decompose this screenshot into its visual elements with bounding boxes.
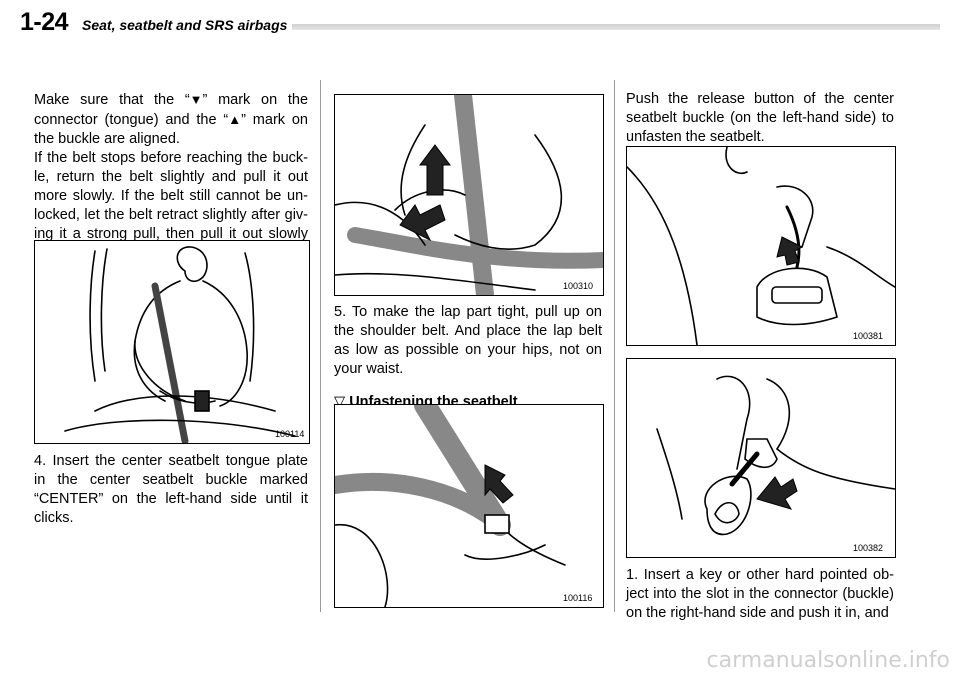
release-button-illustration — [627, 147, 895, 345]
release-button-instruction: Push the release button of the center se… — [626, 91, 894, 145]
figure-100114: 100114 — [34, 240, 310, 444]
step-4-text: 4. Insert the center seatbelt tongue pla… — [34, 453, 308, 526]
column-1: Make sure that the “▼” mark on the conne… — [34, 90, 308, 263]
figure-100310: 100310 — [334, 94, 604, 296]
para1-part-b: ” mark on the connector (tongue) and the… — [34, 92, 309, 128]
header-rule — [292, 24, 940, 30]
watermark: carmanualsonline.info — [706, 648, 950, 673]
figure-code: 100382 — [853, 543, 884, 553]
step-5-text: 5. To make the lap part tight, pull up o… — [334, 304, 602, 377]
figure-100382: 100382 — [626, 358, 896, 558]
column-divider-2 — [614, 80, 615, 612]
seated-person-buckling-illustration — [64, 246, 296, 443]
column-divider-1 — [320, 80, 321, 612]
para1-part-a: Make sure that the “ — [34, 92, 190, 108]
subhead-marker-icon: ▽ — [334, 394, 346, 410]
column-3-intro: Push the release button of the center se… — [626, 90, 894, 147]
step-5-block: 5. To make the lap part tight, pull up o… — [334, 303, 602, 412]
section-title: Seat, seatbelt and SRS airbags — [82, 17, 288, 33]
down-triangle-icon: ▼ — [189, 92, 203, 107]
step-1-text: 1. Insert a key or other hard pointed ob… — [626, 567, 894, 621]
alignment-instruction: Make sure that the “▼” mark on the conne… — [34, 90, 308, 149]
para1-part-c: ” mark on the buckle are aligned. — [34, 112, 308, 147]
step-1-block: 1. Insert a key or other hard pointed ob… — [626, 566, 894, 623]
figure-code: 100310 — [563, 281, 594, 291]
figure-code: 100381 — [853, 331, 884, 341]
figure-100116: 100116 — [334, 404, 604, 608]
up-triangle-icon: ▲ — [228, 112, 242, 127]
figure-100381: 100381 — [626, 146, 896, 346]
key-into-buckle-illustration — [656, 375, 895, 536]
belt-stop-instruction: If the belt stops before reaching the bu… — [34, 150, 308, 261]
step-4-block: 4. Insert the center seatbelt tongue pla… — [34, 452, 308, 528]
page-number: 1-24 — [20, 8, 69, 36]
figure-code: 100114 — [275, 429, 305, 439]
figure-code: 100116 — [563, 593, 593, 603]
page-header: 1-24 Seat, seatbelt and SRS airbags — [20, 8, 940, 48]
lap-belt-buckle-illustration — [335, 405, 566, 607]
pulling-shoulder-belt-illustration — [335, 95, 603, 295]
